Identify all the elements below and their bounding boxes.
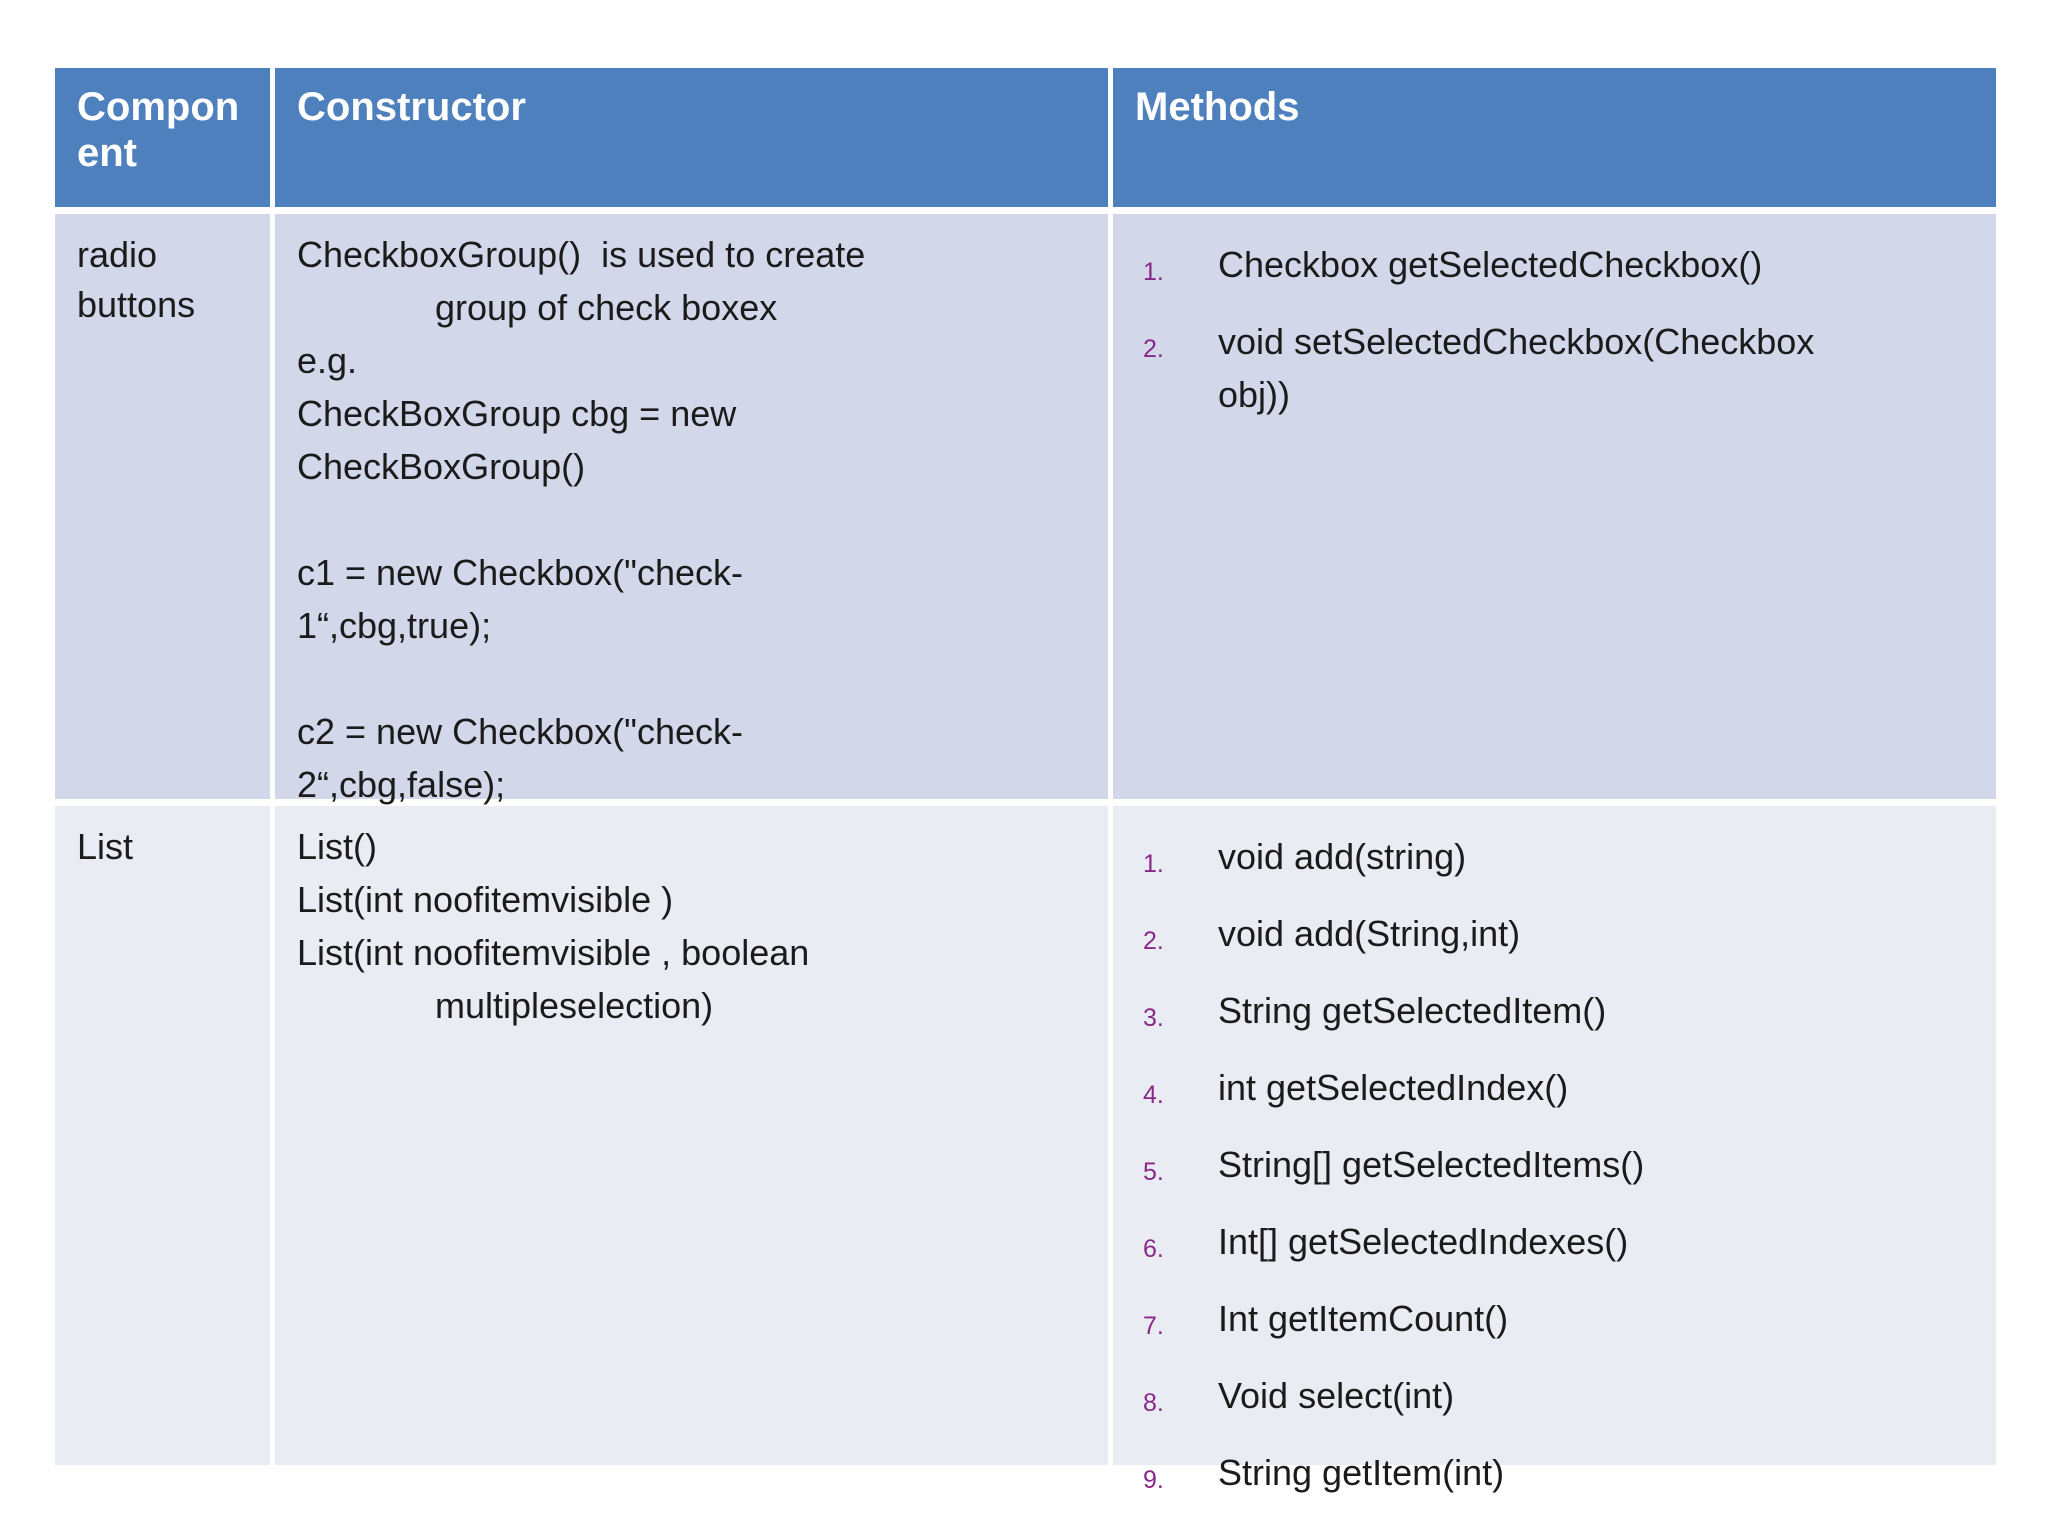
constructor-line: multipleselection) [435,985,714,1026]
method-number: 6. [1143,1235,1164,1263]
method-item: 4. int getSelectedIndex() [1113,1061,1980,1114]
method-item: 7. Int getItemCount() [1113,1292,1980,1345]
method-number: 9. [1143,1466,1164,1494]
method-number: 5. [1143,1158,1164,1186]
methods-cell-radio-buttons: 1. Checkbox getSelectedCheckbox() 2. void s… [1113,214,1996,799]
method-text: int getSelectedIndex() [1218,1067,1569,1108]
constructor-line: 2“,cbg,false); [297,764,506,805]
header-methods: Methods [1113,68,1996,207]
constructor-line: c1 = new Checkbox("check- [297,552,743,593]
constructor-line: group of check boxex [435,287,778,328]
method-text: void add(string) [1218,836,1467,877]
method-text: Checkbox getSelectedCheckbox() [1218,244,1763,285]
constructor-line: List(int noofitemvisible ) [297,879,674,920]
method-item: 2. void add(String,int) [1113,907,1980,960]
constructor-line: e.g. [297,340,358,381]
constructor-line [297,493,1098,546]
method-text: String getSelectedItem() [1218,990,1607,1031]
method-item: 6. Int[] getSelectedIndexes() [1113,1215,1980,1268]
constructor-line: CheckBoxGroup cbg = new [297,393,737,434]
constructor-line: List(int noofitemvisible , boolean [297,932,810,973]
component-cell-list: List [55,806,270,1465]
method-item: 8. Void select(int) [1113,1369,1980,1422]
method-number: 4. [1143,1081,1164,1109]
method-number: 3. [1143,1004,1164,1032]
method-text: String getItem(int) [1218,1452,1505,1493]
constructor-line: c2 = new Checkbox("check- [297,711,743,752]
method-item: 2. void setSelectedCheckbox(Checkbox obj)… [1113,315,1980,421]
method-text: Int getItemCount() [1218,1298,1509,1339]
method-item: 1. Checkbox getSelectedCheckbox() [1113,238,1980,291]
method-item: 9. String getItem(int) [1113,1446,1980,1499]
method-text: void add(String,int) [1218,913,1521,954]
method-text: Int[] getSelectedIndexes() [1218,1221,1629,1262]
constructor-cell-list: List() List(int noofitemvisible ) List(int… [275,806,1108,1465]
method-text: void setSelectedCheckbox(Checkbox obj)) [1218,321,1825,415]
methods-cell-list: 1. void add(string) 2. void add(String,int)… [1113,806,1996,1494]
method-text: Void select(int) [1218,1375,1455,1416]
method-number: 1. [1143,258,1164,286]
method-number: 8. [1143,1389,1164,1417]
method-number: 2. [1143,335,1164,363]
component-cell-radio-buttons: radio buttons [55,214,270,799]
method-number: 2. [1143,927,1164,955]
method-number: 1. [1143,850,1164,878]
constructor-line: 1“,cbg,true); [297,605,492,646]
method-item: 5. String[] getSelectedItems() [1113,1138,1980,1191]
constructor-cell-radio-buttons: CheckboxGroup() is used to create group o… [275,214,1108,805]
header-constructor: Constructor [275,68,1108,207]
constructor-line: CheckboxGroup() is used to create [297,234,866,275]
header-component: Component [55,68,270,207]
method-number: 7. [1143,1312,1164,1340]
constructor-line: List() [297,826,377,867]
constructor-line [297,652,1098,705]
method-text: String[] getSelectedItems() [1218,1144,1645,1185]
components-table: Component Constructor Methods radio butt… [55,68,1996,1494]
method-item: 1. void add(string) [1113,830,1980,883]
method-item: 3. String getSelectedItem() [1113,984,1980,1037]
constructor-line: CheckBoxGroup() [297,446,586,487]
